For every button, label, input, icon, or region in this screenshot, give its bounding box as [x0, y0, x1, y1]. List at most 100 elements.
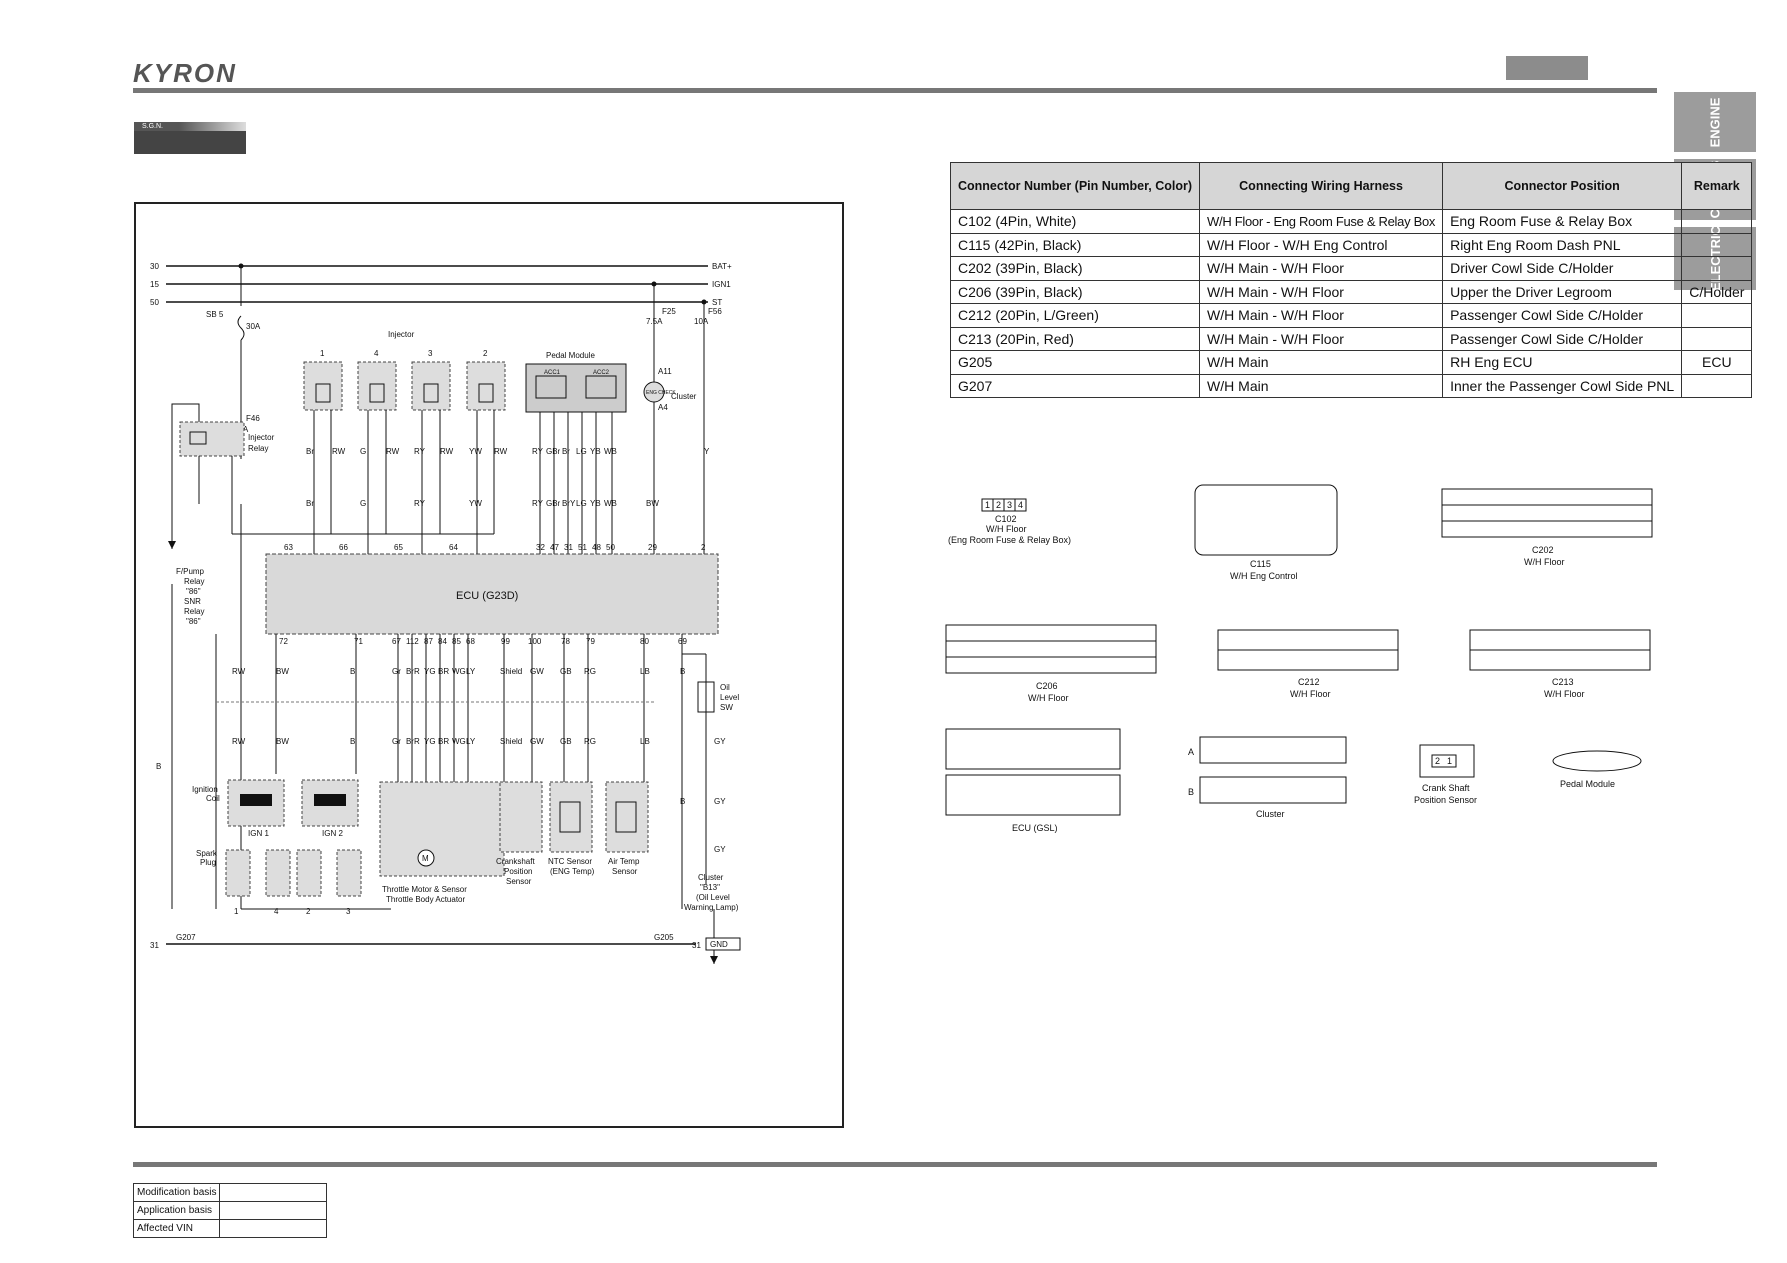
svg-text:YG: YG	[424, 737, 436, 746]
svg-text:Shield: Shield	[500, 667, 522, 676]
connector-table: Connector Number (Pin Number, Color) Con…	[949, 162, 1753, 398]
sgn-badge: S.G.N.	[134, 122, 246, 154]
header-divider	[133, 88, 1657, 93]
fpump-5: Relay	[184, 607, 204, 616]
crank-title-1: Crank Shaft	[1422, 783, 1470, 793]
air-2: Sensor	[612, 867, 638, 876]
svg-text:GB: GB	[560, 667, 572, 676]
fpump-1: F/Pump	[176, 567, 205, 576]
air-1: Air Temp	[608, 857, 640, 866]
injector-relay-label: Injector	[248, 433, 275, 442]
table-row: C212 (20Pin, L/Green)W/H Main - W/H Floo…	[949, 303, 1753, 328]
svg-text:79: 79	[586, 637, 595, 646]
fuse-f46: F46	[246, 414, 260, 423]
fuse-f25-amp: 7.5A	[646, 317, 663, 326]
oil-1: Oil	[720, 683, 730, 692]
svg-text:31: 31	[564, 543, 573, 552]
footer-divider	[133, 1162, 1657, 1167]
svg-text:2: 2	[996, 500, 1001, 510]
svg-text:LY: LY	[466, 737, 476, 746]
g205: G205	[654, 933, 674, 942]
fuse-f56-amp: 10A	[694, 317, 709, 326]
svg-text:LG: LG	[576, 499, 587, 508]
cluster-label: Cluster	[671, 392, 697, 401]
cluster-title: Cluster	[1256, 809, 1285, 819]
injector-label: Injector	[388, 330, 415, 339]
svg-text:LB: LB	[640, 667, 650, 676]
pedal-title: Pedal Module	[1560, 779, 1615, 789]
svg-text:RW: RW	[386, 447, 400, 456]
cluster-row-a: A	[1188, 747, 1194, 757]
tab-engine[interactable]: ENGINE	[1674, 92, 1756, 152]
svg-text:47: 47	[550, 543, 559, 552]
crank-3: Sensor	[506, 877, 532, 886]
gnd-label: GND	[710, 940, 728, 949]
acc1-label: ACC1	[544, 370, 561, 376]
ntc-1: NTC Sensor	[548, 857, 592, 866]
fpump-4: SNR	[184, 597, 201, 606]
cluster-connector: A B Cluster	[1188, 736, 1347, 819]
svg-text:BW: BW	[646, 499, 659, 508]
svg-text:2: 2	[1435, 756, 1440, 766]
svg-text:85: 85	[452, 637, 461, 646]
table-row: C115 (42Pin, Black)W/H Floor - W/H Eng C…	[949, 232, 1753, 257]
oil-2: Level	[720, 693, 739, 702]
fpump-3: "86"	[186, 587, 201, 596]
svg-text:BW: BW	[276, 737, 289, 746]
svg-text:GY: GY	[714, 845, 726, 854]
svg-text:Br: Br	[306, 499, 314, 508]
svg-text:RY: RY	[532, 447, 544, 456]
svg-text:80: 80	[640, 637, 649, 646]
fuse-f25: F25	[662, 307, 676, 316]
svg-text:B: B	[350, 667, 355, 676]
svg-text:1: 1	[234, 907, 239, 916]
svg-text:2: 2	[701, 543, 706, 552]
svg-text:GY: GY	[714, 737, 726, 746]
ign1-label: IGN 1	[248, 829, 269, 838]
pedal-module-label: Pedal Module	[546, 351, 595, 360]
svg-text:99: 99	[501, 637, 510, 646]
vin-label: Affected VIN	[132, 1219, 221, 1238]
rail-ign1: IGN1	[712, 280, 731, 289]
svg-text:66: 66	[339, 543, 348, 552]
c212-connector: C212 W/H Floor	[1217, 629, 1399, 699]
rail-31b: 31	[692, 941, 701, 950]
svg-text:112: 112	[406, 637, 419, 646]
svg-text:1: 1	[1447, 756, 1452, 766]
svg-text:G: G	[360, 447, 366, 456]
th-remark: Remark	[1681, 162, 1753, 210]
svg-text:3: 3	[346, 907, 351, 916]
svg-text:RY: RY	[532, 499, 544, 508]
svg-text:50: 50	[606, 543, 615, 552]
crank-title-2: Position Sensor	[1414, 795, 1477, 805]
svg-text:Gr: Gr	[392, 737, 401, 746]
c202-title: C202	[1532, 545, 1554, 555]
g207: G207	[176, 933, 196, 942]
svg-text:Shield: Shield	[500, 737, 522, 746]
svg-text:1: 1	[320, 349, 325, 358]
svg-text:4: 4	[274, 907, 279, 916]
fpump-2: Relay	[184, 577, 204, 586]
cluster-row-b: B	[1188, 787, 1194, 797]
c102-sub2: (Eng Room Fuse & Relay Box)	[948, 535, 1071, 545]
c206-title: C206	[1036, 681, 1058, 691]
rail-st: ST	[712, 298, 722, 307]
svg-text:B: B	[350, 737, 355, 746]
fuse-sb5-amp: 30A	[246, 322, 261, 331]
svg-text:2: 2	[483, 349, 488, 358]
svg-text:48: 48	[592, 543, 601, 552]
svg-text:BrY: BrY	[562, 499, 576, 508]
c102-sub1: W/H Floor	[986, 524, 1027, 534]
sgn-label: S.G.N.	[134, 122, 246, 131]
svg-text:GBr: GBr	[546, 499, 561, 508]
svg-text:GW: GW	[530, 667, 544, 676]
svg-text:68: 68	[466, 637, 475, 646]
c202-connector: C202 W/H Floor	[1441, 488, 1653, 567]
ntc-2: (ENG Temp)	[550, 867, 595, 876]
rail-31a: 31	[150, 941, 159, 950]
